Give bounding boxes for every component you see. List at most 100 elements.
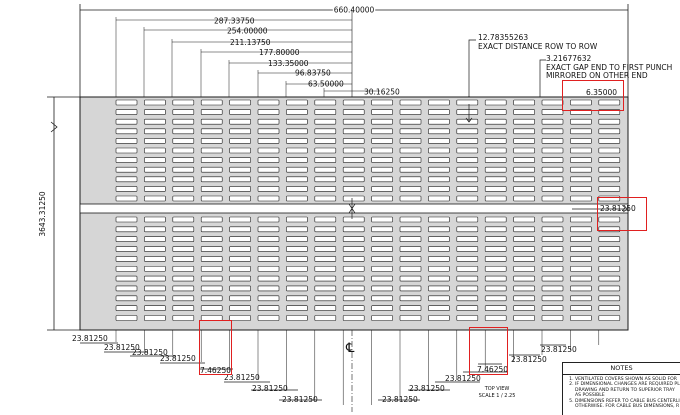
slot: [456, 216, 479, 223]
slot: [200, 236, 223, 242]
slot: [428, 109, 450, 115]
slot: [456, 305, 479, 311]
slot: [286, 166, 308, 173]
slot: [428, 265, 450, 272]
slot: [115, 138, 138, 144]
slot: [541, 285, 564, 292]
slot: [541, 216, 564, 223]
slot: [513, 99, 535, 106]
slot: [484, 157, 507, 163]
slot: [428, 256, 450, 262]
slot: [598, 256, 621, 262]
slot: [484, 138, 507, 144]
slot: [541, 275, 564, 282]
slot: [342, 195, 365, 202]
slot: [144, 285, 166, 292]
pitch-label-6: 23.81250: [252, 384, 288, 393]
slot: [342, 256, 365, 262]
slot: [570, 246, 592, 252]
slot: [229, 186, 251, 192]
slot: [570, 195, 592, 202]
slot: [257, 157, 280, 163]
slot: [513, 295, 535, 302]
slot: [513, 236, 535, 242]
slot: [456, 285, 479, 292]
row-pitch-arrow: [465, 104, 473, 123]
slot: [484, 315, 507, 321]
slot: [342, 166, 365, 173]
slot: [541, 295, 564, 302]
slot: [598, 157, 621, 163]
slot: [541, 186, 564, 192]
slot: [371, 265, 393, 272]
slot: [115, 118, 138, 125]
gap-end-note-2: MIRRORED ON OTHER END: [546, 71, 648, 80]
slot: [286, 256, 308, 262]
slot: [598, 99, 621, 106]
center-marker: [348, 198, 356, 219]
slot: [456, 265, 479, 272]
slot: [399, 109, 422, 115]
slot: [286, 138, 308, 144]
slot: [428, 285, 450, 292]
slot: [200, 147, 223, 154]
slot: [257, 315, 280, 321]
slot: [598, 166, 621, 173]
slot: [200, 305, 223, 311]
slot: [513, 157, 535, 163]
right-gap-arrow: [572, 205, 629, 213]
slot: [200, 256, 223, 262]
slot: [314, 285, 337, 292]
slot: [286, 186, 308, 192]
slot: [428, 166, 450, 173]
slot: [456, 99, 479, 106]
slot: [257, 246, 280, 252]
slot: [229, 109, 251, 115]
top-offset-label-7: 63.50000: [308, 80, 344, 89]
pitch-label-4: 23.81250: [160, 354, 196, 363]
slot: [399, 195, 422, 202]
slot: [172, 305, 195, 311]
slot: [399, 236, 422, 242]
slot: [314, 226, 337, 233]
slot: [144, 216, 166, 223]
slot: [456, 195, 479, 202]
slot-length-label-left: 7.46250: [200, 366, 231, 375]
slot: [115, 99, 138, 106]
slot: [314, 109, 337, 115]
slot: [570, 138, 592, 144]
slot: [286, 147, 308, 154]
slot: [115, 109, 138, 115]
slot: [598, 315, 621, 321]
slot: [144, 186, 166, 192]
slot: [570, 186, 592, 192]
slot: [115, 186, 138, 192]
bottom-extension-lines: [115, 330, 600, 412]
slot: [570, 99, 592, 106]
slot: [513, 315, 535, 321]
slot: [399, 138, 422, 144]
slot: [172, 157, 195, 163]
slot: [484, 256, 507, 262]
slot-length-label-right: 7.46250: [477, 365, 508, 374]
top-offset-label-5: 133.35000: [268, 59, 309, 68]
slot: [286, 128, 308, 135]
slot: [342, 216, 365, 223]
slot: [399, 246, 422, 252]
slot: [513, 216, 535, 223]
slot: [144, 265, 166, 272]
scale-label: SCALE 1 / 2.25: [479, 393, 516, 399]
slot: [598, 128, 621, 135]
slot: [200, 285, 223, 292]
slot: [286, 275, 308, 282]
slot: [513, 128, 535, 135]
slot: [456, 157, 479, 163]
slot: [257, 147, 280, 154]
slot: [229, 226, 251, 233]
slot: [115, 295, 138, 302]
slot: [172, 226, 195, 233]
slot: [172, 275, 195, 282]
slot: [229, 157, 251, 163]
slot: [570, 315, 592, 321]
slot: [342, 236, 365, 242]
